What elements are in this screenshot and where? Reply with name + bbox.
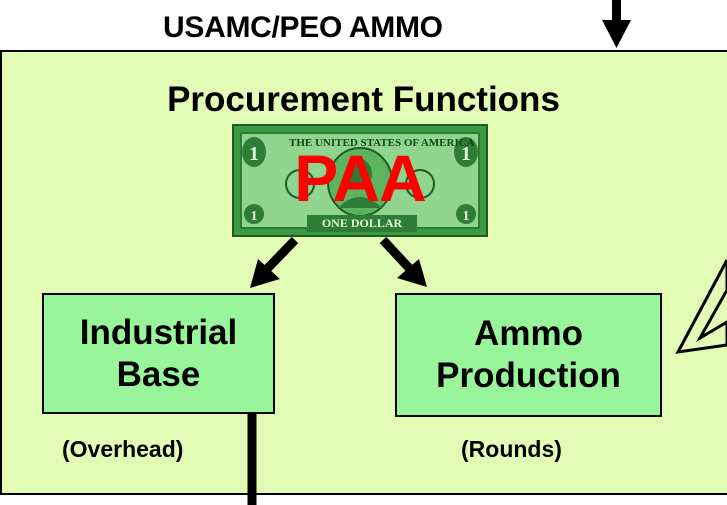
top-title: USAMC/PEO AMMO xyxy=(163,11,443,44)
arrow-to-ammo-production-icon xyxy=(379,236,427,287)
bill-top-text: THE UNITED STATES OF AMERICA xyxy=(289,137,475,149)
svg-text:1: 1 xyxy=(251,209,258,224)
rounds-label: (Rounds) xyxy=(461,436,562,462)
paa-overlay-text: PAA xyxy=(294,141,426,215)
svg-text:1: 1 xyxy=(249,143,259,165)
overhead-label: (Overhead) xyxy=(62,436,184,462)
bill-bottom-text: ONE DOLLAR xyxy=(307,215,417,232)
top-down-arrow-icon xyxy=(602,0,631,48)
ammo-production-box: Ammo Production xyxy=(395,293,662,417)
ammo-production-label: Ammo Production xyxy=(436,314,621,395)
industrial-base-label: Industrial Base xyxy=(79,312,238,394)
bill-decoration-icon: 1 1 1 1 xyxy=(242,137,478,224)
section-title: Procurement Functions xyxy=(167,80,560,119)
dollar-bill-image: 1 1 1 1 THE UNITED STATES OF AMERICA ONE… xyxy=(232,124,488,237)
hollow-arrow-icon xyxy=(675,259,727,354)
industrial-base-box: Industrial Base xyxy=(42,293,275,414)
svg-text:1: 1 xyxy=(463,209,470,224)
svg-text:1: 1 xyxy=(461,143,471,165)
arrow-to-industrial-base-icon xyxy=(250,236,299,288)
